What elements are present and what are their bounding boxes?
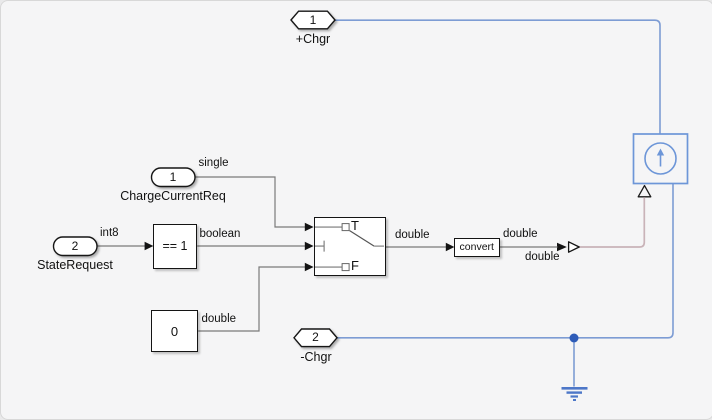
signal-type-label-single: single: [198, 156, 229, 169]
data-type-conversion-block[interactable]: convert: [454, 237, 500, 257]
port-label-charge-current-req[interactable]: ChargeCurrentReq: [120, 188, 226, 203]
compare-block-label: == 1: [162, 239, 188, 254]
switch-true-contact-icon: [341, 222, 350, 231]
switch-true-label: T: [351, 218, 359, 233]
port-number: 2: [312, 330, 319, 344]
signal-type-label-double-switch: double: [395, 228, 430, 241]
junction-dot: [569, 333, 579, 343]
signal-line-chargecurrentreq-to-switch[interactable]: [194, 176, 306, 228]
signal-type-label-double-constant: double: [201, 312, 237, 325]
arrowhead-icon: [304, 262, 314, 272]
ps-input-port-triangle-icon: [637, 184, 652, 198]
switch-false-contact-icon: [341, 262, 350, 271]
switch-control-input-stub: [315, 240, 325, 252]
arrowhead-icon: [304, 222, 314, 232]
port-number: 1: [309, 12, 317, 27]
electrical-line-minus-chgr[interactable]: [337, 183, 674, 339]
switch-lever-icon: [349, 229, 375, 247]
port-label-plus-chgr[interactable]: +Chgr: [295, 31, 331, 46]
constant-block[interactable]: 0: [151, 310, 198, 352]
constant-block-label: 0: [170, 323, 179, 339]
signal-type-label-boolean: boolean: [199, 228, 241, 240]
electrical-line-plus-chgr[interactable]: [335, 19, 661, 134]
inport-state-request[interactable]: [52, 236, 98, 257]
switch-block[interactable]: T F: [314, 216, 386, 276]
port-number: 2: [71, 238, 79, 253]
signal-type-label-int8: int8: [100, 226, 119, 239]
signal-type-label-double-convert: double: [503, 228, 538, 240]
ps-converter-port-triangle-icon: [567, 241, 580, 253]
signal-arrowhead-icon: [557, 242, 567, 252]
signal-type-label-double-ps: double: [525, 250, 560, 263]
ground-symbol[interactable]: [561, 342, 588, 401]
compare-to-constant-block[interactable]: == 1: [153, 223, 197, 269]
port-label-state-request[interactable]: StateRequest: [37, 257, 113, 272]
current-arrowhead-icon: [656, 148, 665, 156]
port-number: 1: [169, 169, 177, 184]
arrowhead-icon: [304, 241, 314, 251]
controlled-current-source-block[interactable]: [632, 133, 689, 198]
port-plus-chgr-hexagon[interactable]: [290, 10, 336, 30]
signal-line-constant-to-switch[interactable]: [198, 266, 306, 332]
arrowhead-icon: [144, 241, 154, 251]
arrowhead-icon: [445, 242, 455, 252]
switch-false-label: F: [351, 258, 359, 273]
port-label-minus-chgr[interactable]: -Chgr: [300, 349, 332, 364]
port-minus-chgr-hexagon[interactable]: [293, 328, 338, 348]
switch-icon: [315, 222, 384, 271]
physical-signal-line[interactable]: [579, 197, 646, 248]
convert-block-label: convert: [459, 241, 494, 253]
current-source-body[interactable]: [632, 133, 689, 185]
current-source-circle-icon: [644, 142, 677, 175]
inport-charge-current-req[interactable]: [150, 167, 196, 188]
